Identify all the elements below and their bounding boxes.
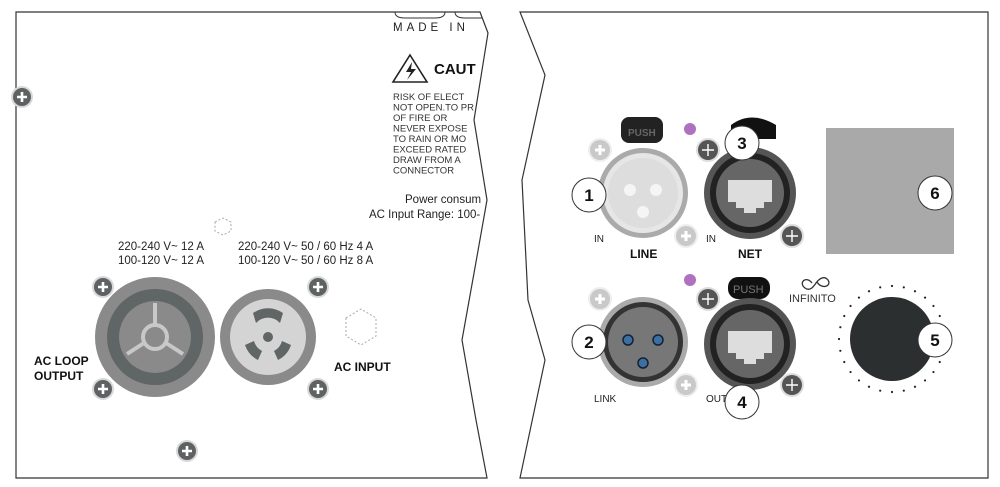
knob-scale-dot (923, 379, 927, 382)
svg-text:EXCEED RATED: EXCEED RATED (393, 145, 466, 156)
svg-text:5: 5 (930, 331, 939, 350)
svg-text:2: 2 (584, 333, 593, 352)
right-panel: PUSH IN LINE IN NET (519, 11, 989, 479)
svg-text:TO RAIN OR MO: TO RAIN OR MO (393, 134, 466, 145)
svg-text:DRAW FROM A: DRAW FROM A (393, 155, 461, 166)
knob-scale-dot (839, 349, 842, 352)
screw-icon (586, 136, 614, 164)
knob-scale-dot (837, 337, 841, 341)
screw-icon (90, 274, 116, 300)
input-rating-220: 220-240 V~ 50 / 60 Hz 4 A (238, 241, 374, 253)
caution-title: CAUT (434, 61, 476, 78)
ac-loop-output-label: AC LOOP (34, 354, 89, 368)
knob-scale-dot (879, 286, 882, 289)
knob-scale-dot (913, 385, 917, 388)
ac-input-connector[interactable] (220, 289, 316, 385)
line-in-label: IN (594, 234, 604, 245)
callout-6: 6 (917, 175, 953, 211)
net-in-label: IN (706, 234, 716, 245)
screw-icon (174, 438, 200, 464)
hex-marker-icon (345, 308, 377, 346)
callout-2: 2 (571, 324, 607, 360)
knob-scale-dot (857, 296, 861, 299)
ac-loop-output-label: OUTPUT (34, 369, 84, 383)
warning-text: RISK OF ELECT NOT OPEN.TO PR OF FIRE OR … (393, 92, 474, 177)
input-rating-100: 100-120 V~ 50 / 60 Hz 8 A (238, 255, 374, 267)
svg-text:CONNECTOR: CONNECTOR (393, 166, 454, 177)
line-label: LINE (630, 247, 657, 261)
knob-scale-dot (913, 290, 917, 293)
svg-text:RISK OF ELECT: RISK OF ELECT (393, 92, 464, 103)
knob-scale-dot (938, 314, 941, 318)
knob-scale-dot (890, 284, 894, 288)
rotary-encoder-knob[interactable] (837, 284, 947, 394)
knob-scale-dot (902, 286, 905, 289)
screw-icon (695, 286, 721, 312)
knob-scale-dot (867, 385, 871, 388)
svg-text:4: 4 (737, 393, 747, 412)
power-consumption-text: Power consum (405, 194, 481, 206)
knob-scale-dot (867, 290, 871, 293)
knob-scale-dot (849, 370, 852, 374)
ac-input-range-text: AC Input Range: 100- (369, 209, 480, 221)
infinity-logo-icon (801, 277, 830, 290)
svg-text:1: 1 (584, 186, 593, 205)
ac-loop-output-connector[interactable] (95, 277, 215, 397)
svg-text:3: 3 (737, 134, 746, 153)
link-label: LINK (594, 394, 617, 405)
net-out-ethercon-connector[interactable]: PUSH (704, 277, 796, 390)
svg-text:NEVER EXPOSE: NEVER EXPOSE (393, 124, 467, 135)
net-label: NET (738, 247, 763, 261)
screw-icon (305, 274, 331, 300)
warning-icon (391, 53, 429, 83)
callout-4: 4 (724, 384, 760, 420)
left-panel: MADE IN CAUT RISK OF ELECT NOT OPEN.TO P… (9, 11, 489, 479)
screw-icon (779, 372, 805, 398)
knob-scale-dot (857, 379, 861, 382)
screw-icon (9, 84, 35, 110)
line-in-xlr-connector[interactable]: PUSH (598, 117, 688, 238)
net-in-ethercon-connector[interactable] (704, 117, 796, 240)
screw-icon (779, 223, 805, 249)
knob-scale-dot (923, 296, 927, 299)
loop-rating-220: 220-240 V~ 12 A (118, 241, 204, 253)
net-out-label: OUT (706, 394, 727, 405)
led-indicator (684, 274, 696, 286)
knob-scale-dot (938, 360, 941, 364)
loop-rating-100: 100-120 V~ 12 A (118, 255, 204, 267)
push-label: PUSH (628, 128, 656, 139)
link-xlr-connector[interactable] (598, 297, 688, 387)
screw-icon (305, 376, 331, 402)
hex-marker-icon (214, 217, 232, 236)
callout-5: 5 (917, 322, 953, 358)
svg-text:NOT OPEN.TO PR: NOT OPEN.TO PR (393, 103, 474, 114)
knob-scale-dot (932, 370, 935, 374)
brand-label: INFINITO (789, 293, 836, 305)
made-in-text: MADE IN (393, 22, 469, 34)
knob-scale-dot (839, 326, 842, 329)
knob-scale-dot (843, 314, 846, 318)
svg-text:OF FIRE OR: OF FIRE OR (393, 113, 448, 124)
callout-3: 3 (724, 125, 760, 161)
knob-scale-dot (902, 389, 905, 392)
knob-scale-dot (849, 304, 852, 308)
knob-scale-dot (843, 360, 846, 364)
knob-scale-dot (890, 390, 894, 394)
screw-icon (672, 222, 700, 250)
ac-input-label: AC INPUT (334, 360, 391, 374)
svg-text:6: 6 (930, 184, 939, 203)
led-indicator (684, 123, 696, 135)
screw-icon (586, 285, 614, 313)
screw-icon (695, 137, 721, 163)
knob-scale-dot (879, 389, 882, 392)
screw-icon (90, 376, 116, 402)
knob-scale-dot (932, 304, 935, 308)
screw-icon (672, 371, 700, 399)
callout-1: 1 (571, 177, 607, 213)
push-label: PUSH (733, 284, 764, 296)
